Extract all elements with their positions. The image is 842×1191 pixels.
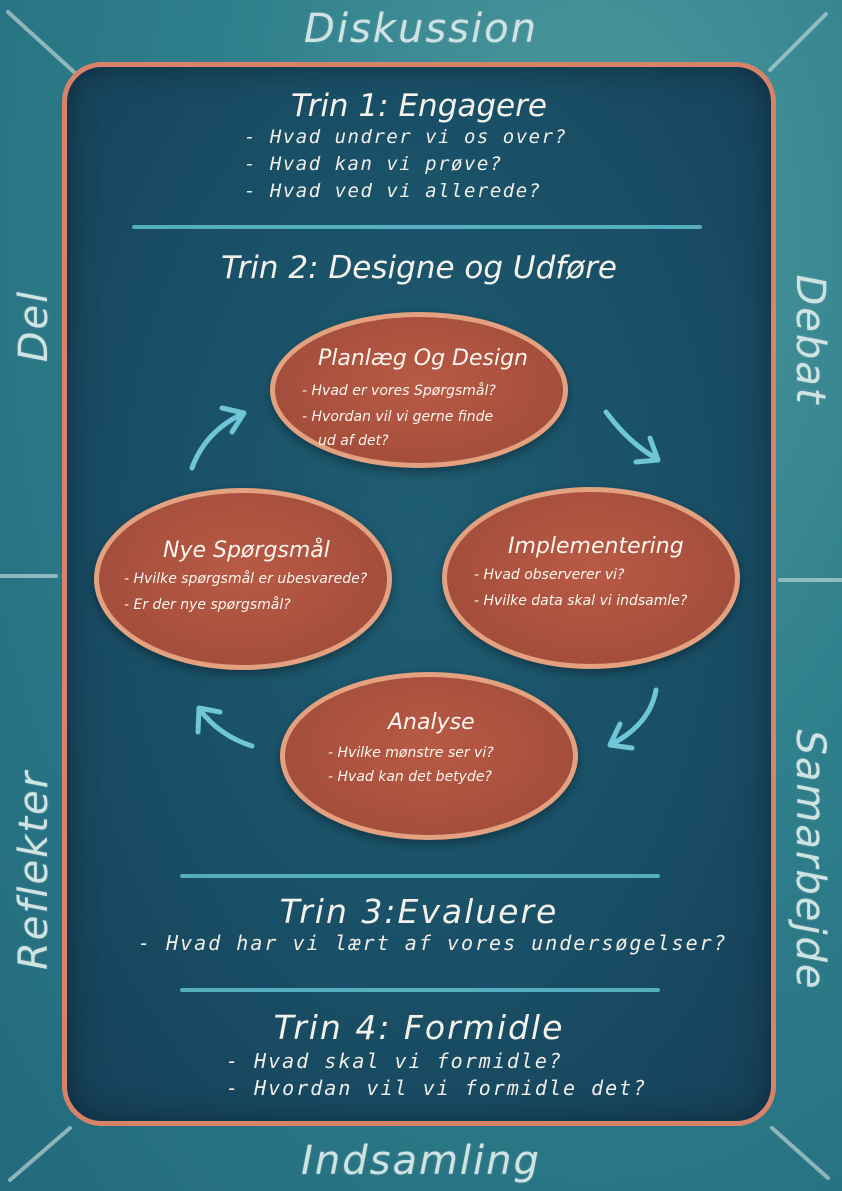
step4-item: - Hvad skal vi formidle? [226, 1049, 563, 1073]
edge-label-left-bottom: Reflekter [11, 769, 57, 971]
step4-list: - Hvad skal vi formidle? - Hvordan vil v… [226, 1048, 647, 1102]
cycle-node-nye-spoergsmaal-item: - Hvilke spørgsmål er ubesvarede? [124, 571, 368, 587]
step1-title: Trin 1: Engagere [291, 88, 547, 124]
cycle-node-planlaeg-item: - Hvordan vil vi gerne finde [302, 409, 494, 425]
cycle-node-analyse-item: - Hvad kan det betyde? [328, 769, 492, 785]
cycle-node-planlaeg-item: ud af det? [318, 433, 389, 449]
step2-title: Trin 2: Designe og Udføre [221, 250, 617, 286]
cycle-node-implementering-item: - Hvad observerer vi? [474, 567, 625, 583]
cycle-node-nye-spoergsmaal [94, 488, 392, 670]
cycle-node-implementering-item: - Hvilke data skal vi indsamle? [474, 593, 688, 609]
cycle-node-planlaeg-title: Planlæg Og Design [318, 346, 528, 371]
divider-1 [132, 225, 702, 229]
cycle-node-analyse [280, 672, 578, 840]
edge-label-top: Diskussion [304, 6, 538, 52]
step1-item: - Hvad kan vi prøve? [244, 153, 503, 175]
edge-label-right-top: Debat [787, 274, 833, 406]
step1-list: - Hvad undrer vi os over? - Hvad kan vi … [244, 124, 567, 205]
cycle-node-planlaeg [270, 312, 568, 468]
cycle-node-analyse-item: - Hvilke mønstre ser vi? [328, 745, 494, 761]
edge-label-bottom: Indsamling [301, 1138, 541, 1184]
step3-item: - Hvad har vi lært af vores undersøgelse… [138, 931, 728, 955]
divider-2 [180, 874, 660, 878]
cycle-node-planlaeg-item: - Hvad er vores Spørgsmål? [302, 383, 496, 399]
step1-item: - Hvad ved vi allerede? [244, 180, 542, 202]
step1-item: - Hvad undrer vi os over? [244, 126, 568, 148]
cycle-node-nye-spoergsmaal-item: - Er der nye spørgsmål? [124, 597, 291, 613]
step3-title: Trin 3:Evaluere [279, 892, 559, 931]
edge-label-left-top: Del [11, 289, 57, 363]
divider-3 [180, 988, 660, 992]
step4-title: Trin 4: Formidle [273, 1008, 565, 1047]
cycle-node-implementering-title: Implementering [508, 534, 684, 559]
cycle-node-analyse-title: Analyse [388, 710, 475, 735]
cycle-node-nye-spoergsmaal-title: Nye Spørgsmål [163, 538, 330, 563]
edge-label-right-bottom: Samarbejde [787, 729, 833, 991]
step3-list: - Hvad har vi lært af vores undersøgelse… [138, 930, 728, 957]
cycle-node-implementering [442, 487, 740, 669]
step4-item: - Hvordan vil vi formidle det? [226, 1076, 648, 1100]
